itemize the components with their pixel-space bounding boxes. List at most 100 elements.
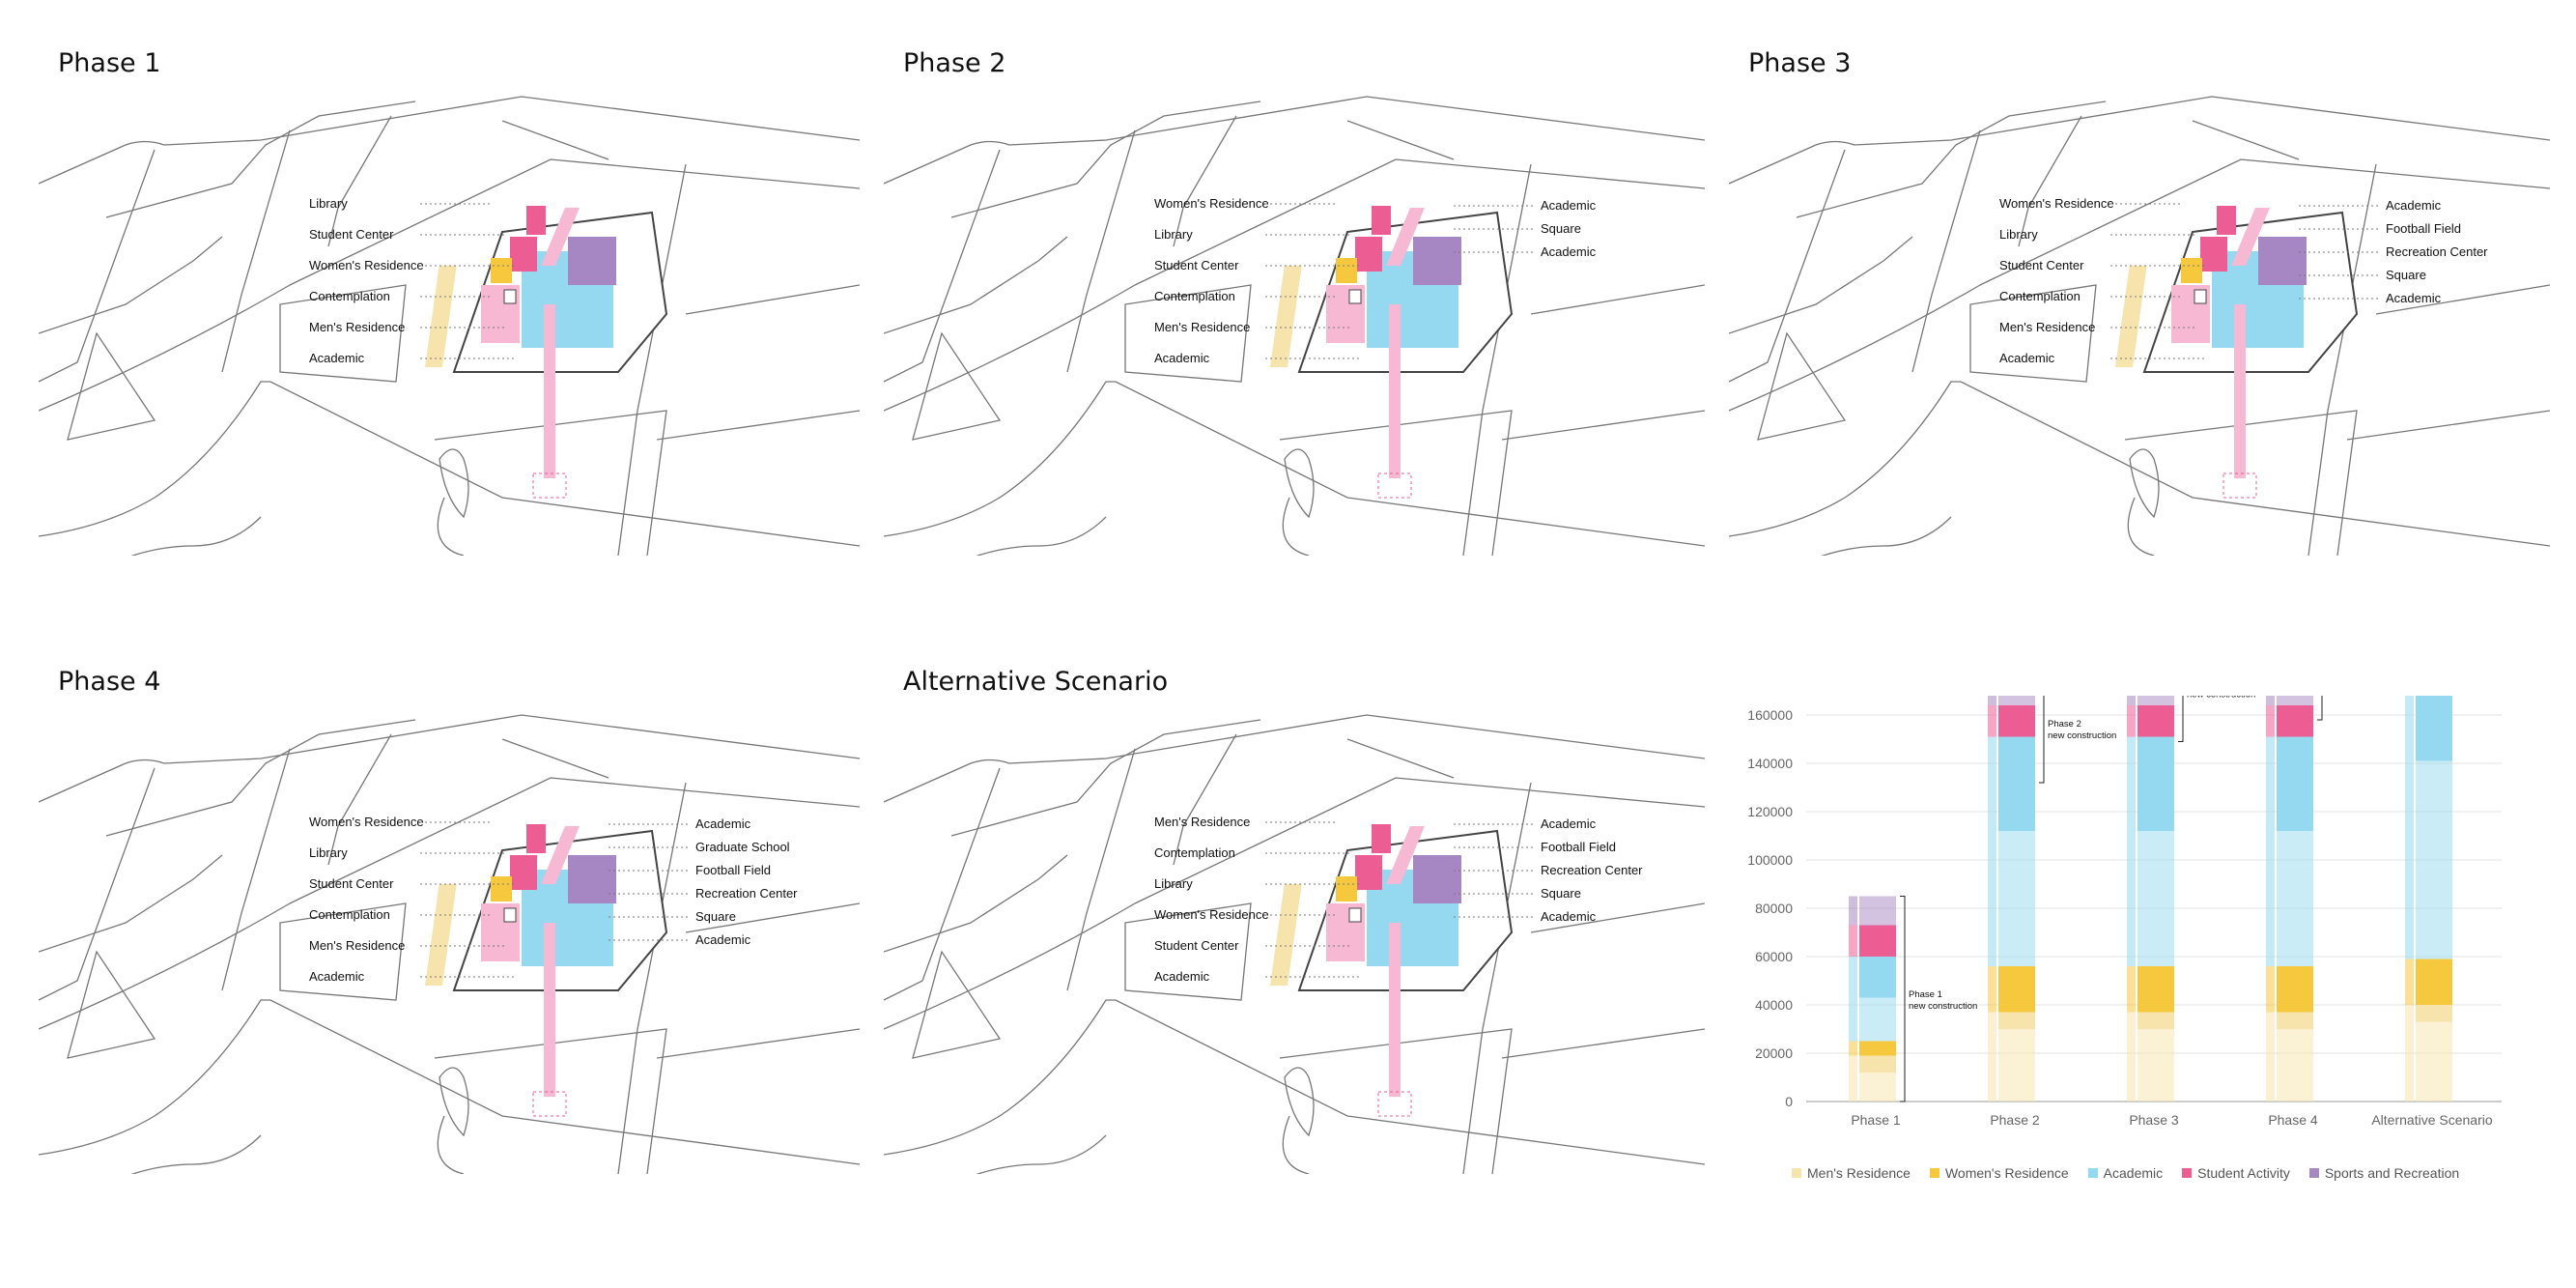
callout-label: Academic: [2386, 291, 2442, 305]
existing-bar-segment: [1859, 1073, 1896, 1102]
road-network: [39, 96, 860, 556]
y-tick-label: 20000: [1755, 1045, 1793, 1061]
callout-label: Recreation Center: [1541, 863, 1643, 877]
callout-label: Academic: [1541, 198, 1597, 213]
existing-bar-segment: [1998, 831, 2035, 966]
legend-label: Men's Residence: [1807, 1165, 1911, 1181]
existing-bar-segment: [2277, 633, 2313, 705]
panel-title: Phase 2: [903, 48, 1006, 78]
callout-label: Academic: [1541, 244, 1597, 259]
total-bar-segment: [2127, 736, 2136, 966]
annotation-text: new construction: [2187, 696, 2255, 700]
callout-label: Men's Residence: [309, 320, 405, 334]
callout-label: Academic: [309, 351, 365, 365]
annotation-bracket: [2317, 611, 2323, 721]
panel-p5: Alternative Scenario: [884, 667, 1705, 1246]
womens-residence-block: [491, 258, 512, 283]
new-bar-segment: [2277, 1012, 2313, 1029]
existing-bar-segment: [2137, 1029, 2174, 1102]
library-block: [526, 206, 546, 235]
total-bar-segment: [1988, 966, 1996, 1013]
total-bar-segment: [2405, 1005, 2414, 1102]
panel-p4: Phase 4: [39, 667, 860, 1246]
contemplation-pavilion: [503, 289, 517, 304]
new-bar-segment: [1998, 1012, 2035, 1029]
callout-label: Recreation Center: [2386, 244, 2488, 259]
callout-label: Women's Residence: [309, 258, 424, 272]
legend-label: Student Activity: [2197, 1165, 2290, 1181]
existing-bar-segment: [1859, 896, 1896, 926]
new-bar-segment: [2277, 966, 2313, 1013]
callout-label: Library: [309, 196, 348, 211]
pedestrian-spine: [541, 208, 580, 266]
total-bar-segment: [1988, 673, 1996, 705]
library-block: [1372, 206, 1391, 235]
callout-label: Football Field: [2386, 221, 2461, 236]
road-network: [39, 714, 860, 1174]
panel-title: Alternative Scenario: [903, 667, 1169, 697]
womens-residence-block: [1336, 876, 1357, 902]
total-bar-segment: [2266, 1012, 2275, 1102]
student-center-block: [1355, 855, 1382, 890]
new-bar-segment: [1859, 1041, 1896, 1056]
student-center-block: [510, 237, 537, 272]
campus-buildings: [424, 824, 616, 1117]
recreation-block: [1413, 855, 1461, 903]
legend-label: Academic: [2103, 1165, 2164, 1181]
legend-swatch: [2182, 1168, 2193, 1178]
stacked-bar-chart: 0200004000060000800001000001200001400001…: [1747, 555, 2547, 1128]
total-bar-segment: [1849, 1055, 1857, 1102]
annotation-text: Phase 2: [2048, 719, 2081, 730]
panel-title: Phase 3: [1748, 48, 1852, 78]
callout-label: Contemplation: [1999, 289, 2081, 303]
callout-label: Contemplation: [309, 907, 390, 922]
panel-p1: Phase 1: [39, 48, 860, 628]
y-tick-label: 40000: [1755, 997, 1793, 1013]
total-bar-segment: [1988, 705, 1996, 737]
total-bar-segment: [2127, 1012, 2136, 1102]
legend-item: Student Activity: [2182, 1165, 2290, 1181]
x-tick-label: Alternative Scenario: [2371, 1112, 2493, 1128]
recreation-block: [2258, 237, 2307, 285]
panel-p3: Phase 3: [1729, 48, 2550, 628]
total-bar-segment: [1849, 925, 1857, 957]
y-tick-label: 120000: [1747, 804, 1793, 819]
contemplation-pavilion: [1348, 907, 1362, 923]
annotation-text: new construction: [2048, 730, 2116, 741]
callout-label: Men's Residence: [309, 938, 405, 953]
pedestrian-axis: [2234, 304, 2246, 478]
y-tick-label: 80000: [1755, 901, 1793, 916]
total-bar-segment: [2266, 736, 2275, 966]
annotation-bracket: [1900, 896, 1906, 1102]
left-label-group: Men's ResidenceContemplationLibraryWomen…: [1154, 815, 1361, 984]
panel-title: Phase 4: [58, 667, 161, 697]
x-tick-label: Phase 4: [2268, 1112, 2318, 1128]
pedestrian-spine: [2231, 208, 2270, 266]
callout-label: Recreation Center: [695, 886, 798, 901]
existing-bar-segment: [1998, 1029, 2035, 1102]
panel-title: Phase 1: [58, 48, 161, 78]
total-bar-segment: [2405, 959, 2414, 1005]
x-tick-label: Phase 3: [2129, 1112, 2179, 1128]
x-tick-label: Phase 1: [1851, 1112, 1901, 1128]
total-bar-segment: [1849, 957, 1857, 1042]
annotation-text: new construction: [1909, 1001, 1977, 1012]
callout-label: Women's Residence: [1999, 196, 2114, 211]
pedestrian-axis: [544, 923, 555, 1097]
x-tick-label: Phase 2: [1990, 1112, 2040, 1128]
pedestrian-spine: [1386, 208, 1425, 266]
callout-label: Academic: [1154, 969, 1210, 984]
existing-bar-segment: [2277, 1029, 2313, 1102]
legend-label: Sports and Recreation: [2324, 1165, 2460, 1181]
existing-bar-segment: [2277, 831, 2313, 966]
legend-label: Women's Residence: [1944, 1165, 2069, 1181]
total-bar-segment: [2127, 966, 2136, 1013]
total-bar-segment: [2266, 705, 2275, 737]
new-bar-segment: [1859, 1055, 1896, 1073]
campus-buildings: [424, 206, 616, 499]
